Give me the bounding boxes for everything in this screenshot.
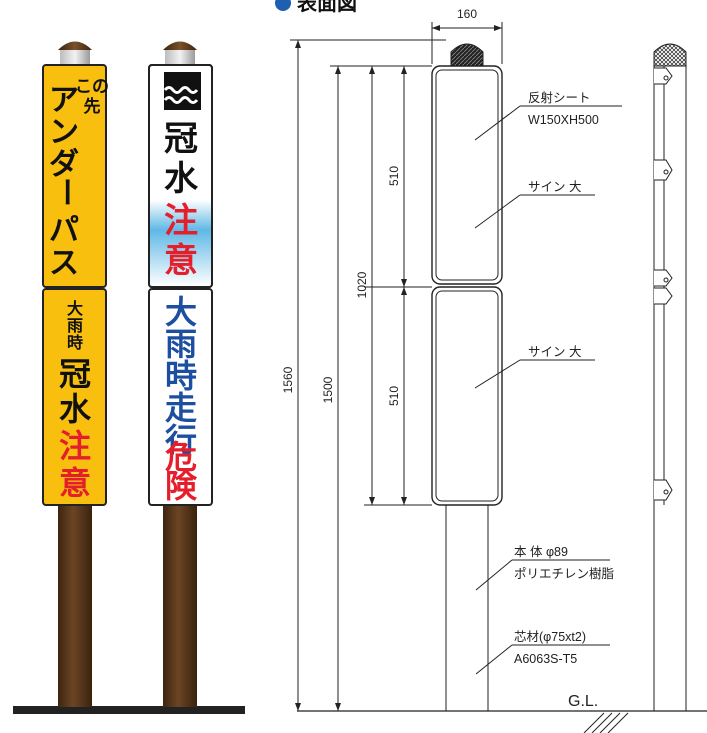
dimension-arrows (295, 25, 502, 711)
page-title: 表面図 (297, 0, 357, 15)
sign-right-blue-3: 時 (165, 357, 197, 395)
sign-left-underpass-5: パ (49, 213, 79, 248)
sign-left-konosaki-1: この (75, 77, 109, 97)
sign-right-lower-text: 大 雨 時 走 行 危 険 (165, 293, 198, 505)
label-sign-lower: サイン 大 (528, 345, 581, 359)
label-sheet: 反射シート (528, 90, 591, 105)
sign-left-underpass-4: ー (48, 177, 83, 207)
sign-left-underpass-2: ン (49, 115, 79, 150)
post-left-ring (60, 50, 90, 64)
sign-right-blue-4: 走 (165, 389, 197, 427)
label-body: 本 体 φ89 (514, 545, 568, 559)
sign-left-lower-text: 大 雨 時 冠 水 注 意 (59, 299, 92, 502)
sign-left-underpass-3: ダ (49, 147, 79, 182)
label-ground-level: G.L. (568, 693, 598, 710)
sign-right-kansui-1: 冠 (164, 119, 198, 159)
post-left-cap (58, 41, 92, 50)
post-right-ring (165, 50, 195, 64)
sign-left-chui-1: 注 (59, 427, 91, 465)
sign-right-blue-2: 雨 (165, 325, 197, 363)
sign-left-chui-2: 意 (59, 464, 91, 502)
sign-right-chui-2: 意 (164, 241, 198, 281)
sign-right-lower (148, 288, 213, 506)
callout-labels: 反射シート W150XH500 サイン 大 サイン 大 本 体 φ89 ポリエチ… (514, 90, 614, 710)
sign-left-underpass-6: ス (49, 246, 79, 281)
dim-width: 160 (457, 7, 477, 21)
sign-left-upper-text: この 先 ア ン ダ ー パ ス (48, 77, 109, 281)
label-core-material: A6063S-T5 (514, 652, 577, 666)
dimension-labels: 160 1560 1500 1020 510 510 (281, 7, 477, 406)
bullet-icon (275, 0, 291, 11)
dim-lower-sign: 510 (387, 386, 401, 406)
sign-left-kansui-2: 水 (59, 390, 92, 428)
sign-left-lower (42, 288, 107, 506)
sign-right-red-2: 険 (165, 467, 198, 505)
label-sign-upper: サイン 大 (528, 180, 581, 194)
label-core: 芯材(φ75xt2) (514, 630, 586, 644)
header: 表面図 (275, 0, 357, 15)
sign-right-blue-5: 行 (165, 421, 197, 459)
dim-sign-total: 1020 (355, 271, 369, 298)
ground-plate (13, 706, 245, 714)
sign-right-kansui-2: 水 (164, 159, 199, 199)
technical-drawing-side (653, 43, 687, 711)
dim-total: 1560 (281, 366, 295, 393)
sign-left-underpass-1: ア (49, 83, 79, 118)
sign-left-konosaki-2: 先 (84, 96, 101, 117)
sign-right-upper-text: 冠 水 注 意 (164, 119, 199, 281)
post-left (42, 41, 107, 707)
label-sheet-size: W150XH500 (528, 113, 599, 127)
technical-drawing-front (290, 22, 707, 733)
dim-upper-sign: 510 (387, 166, 401, 186)
post-right (148, 41, 213, 707)
post-left-body (58, 500, 92, 707)
sign-left-kansui-1: 冠 (59, 355, 91, 393)
sign-right-chui-1: 注 (164, 201, 198, 241)
sign-left-small-3: 時 (67, 333, 83, 352)
post-right-body (163, 500, 197, 707)
label-body-material: ポリエチレン樹脂 (514, 566, 614, 581)
sign-left-small-2: 雨 (67, 316, 83, 335)
sign-right-red-1: 危 (165, 438, 197, 476)
dim-above-ground: 1500 (321, 376, 335, 403)
sign-right-blue-1: 大 (165, 293, 197, 331)
sign-right-upper-border (148, 64, 213, 288)
flood-warning-icon (161, 72, 201, 110)
sign-left-upper (42, 64, 107, 288)
post-right-cap (163, 41, 197, 50)
sign-left-small-1: 大 (67, 299, 83, 318)
sign-right-water-band (150, 200, 211, 286)
